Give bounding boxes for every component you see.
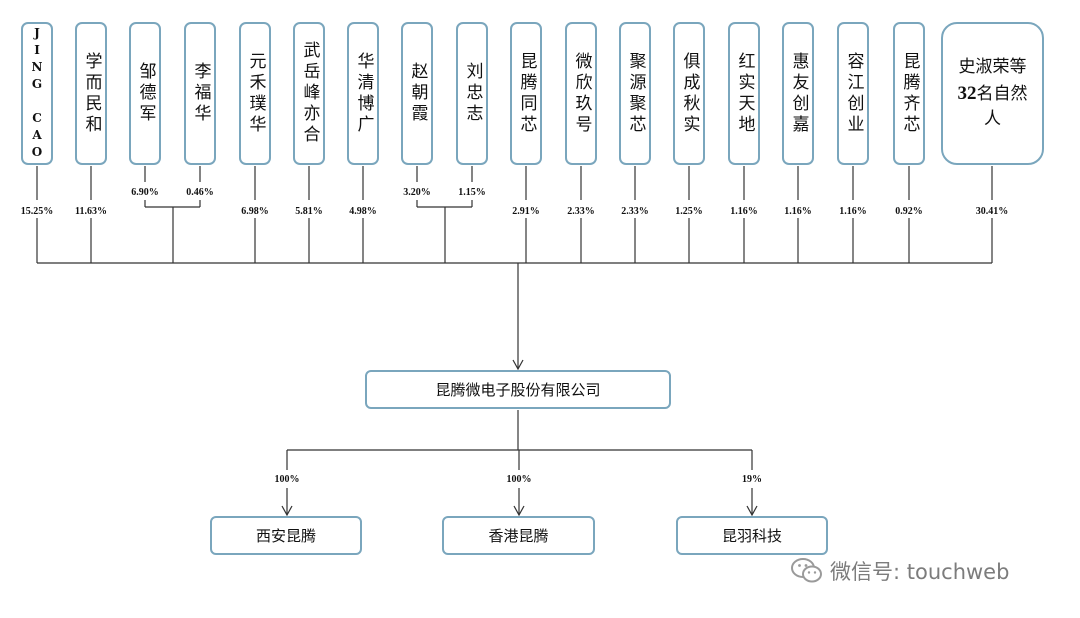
others-prefix: 史淑荣等 (958, 57, 1027, 78)
watermark: 微信号: touchweb (790, 556, 1009, 586)
shareholder-name: 俱成秋实 (679, 51, 700, 136)
shareholding-pct: 1.25% (675, 206, 703, 217)
shareholding-pct: 6.90% (131, 187, 159, 198)
shareholder-name: 昆腾齐芯 (899, 51, 920, 136)
shareholding-pct: 2.33% (567, 206, 595, 217)
shareholder-box: 学而民和 (75, 22, 107, 165)
shareholder-box: 元禾璞华 (239, 22, 271, 165)
watermark-text: 微信号: touchweb (830, 560, 1010, 584)
shareholding-pct: 1.16% (784, 206, 812, 217)
shareholder-name: JING CAO (30, 25, 44, 162)
wechat-icon (791, 558, 822, 583)
shareholder-box: 昆腾同芯 (510, 22, 542, 165)
others-count: 32 (957, 82, 977, 104)
shareholder-box: 武岳峰亦合 (293, 22, 325, 165)
shareholder-box: 红实天地 (728, 22, 760, 165)
shareholding-pct: 4.98% (349, 206, 377, 217)
arrow-head (512, 359, 524, 371)
shareholder-name: 惠友创嘉 (788, 51, 809, 136)
shareholding-pct: 30.41% (975, 206, 1009, 217)
shareholder-name: 李福华 (190, 62, 211, 125)
subsidiary-name: 西安昆腾 (255, 527, 316, 545)
subsidiary-pct: 19% (742, 474, 762, 485)
shareholding-pct: 1.15% (458, 187, 486, 198)
shareholder-box: 邹德军 (129, 22, 161, 165)
shareholder-name: 元禾璞华 (245, 51, 266, 136)
subsidiary-pct: 100% (274, 474, 300, 485)
company-box: 昆腾微电子股份有限公司 (365, 370, 671, 409)
subsidiary-box: 香港昆腾 (442, 516, 595, 555)
shareholding-pct: 2.91% (512, 206, 540, 217)
shareholding-pct: 6.98% (241, 206, 269, 217)
shareholder-box: 聚源聚芯 (619, 22, 651, 165)
company-name: 昆腾微电子股份有限公司 (435, 381, 601, 399)
shareholder-box: 容江创业 (837, 22, 869, 165)
subsidiary-pct: 100% (506, 474, 532, 485)
shareholder-box: 昆腾齐芯 (893, 22, 925, 165)
shareholding-pct: 1.16% (839, 206, 867, 217)
subsidiary-box: 昆羽科技 (676, 516, 828, 555)
others-box: 史淑荣等 32名自然人 (941, 22, 1044, 165)
shareholder-name: 刘忠志 (462, 62, 483, 125)
shareholder-box: 李福华 (184, 22, 216, 165)
arrow-head (513, 505, 525, 517)
subsidiary-box: 西安昆腾 (210, 516, 362, 555)
subsidiary-name: 香港昆腾 (488, 527, 549, 545)
others-label: 史淑荣等 32名自然人 (943, 55, 1042, 132)
shareholder-box: 惠友创嘉 (782, 22, 814, 165)
shareholding-pct: 2.33% (621, 206, 649, 217)
shareholding-pct: 3.20% (403, 187, 431, 198)
shareholding-pct: 11.63% (75, 206, 107, 217)
shareholder-name: 学而民和 (81, 51, 102, 136)
shareholder-box: 微欣玖号 (565, 22, 597, 165)
shareholding-pct: 1.16% (730, 206, 758, 217)
arrow-head (281, 505, 293, 517)
shareholder-name: 红实天地 (734, 51, 755, 136)
shareholder-box: 俱成秋实 (673, 22, 705, 165)
shareholder-name: 华清博广 (353, 51, 374, 136)
shareholder-name: 容江创业 (843, 51, 864, 136)
shareholding-pct: 0.46% (186, 187, 214, 198)
shareholder-name: 昆腾同芯 (516, 51, 537, 136)
shareholder-box: 华清博广 (347, 22, 379, 165)
shareholder-box: 赵朝霞 (401, 22, 433, 165)
shareholder-box: 刘忠志 (456, 22, 488, 165)
shareholder-box: JING CAO (21, 22, 53, 165)
shareholding-pct: 15.25% (20, 206, 54, 217)
shareholding-pct: 0.92% (895, 206, 923, 217)
others-suffix: 名自然人 (976, 83, 1028, 130)
shareholder-name: 武岳峰亦合 (299, 41, 320, 146)
shareholder-name: 微欣玖号 (571, 51, 592, 136)
shareholder-name: 赵朝霞 (407, 62, 428, 125)
shareholder-name: 聚源聚芯 (625, 51, 646, 136)
subsidiary-name: 昆羽科技 (721, 527, 782, 545)
arrow-head (746, 505, 758, 517)
shareholder-name: 邹德军 (135, 62, 156, 125)
shareholding-pct: 5.81% (295, 206, 323, 217)
